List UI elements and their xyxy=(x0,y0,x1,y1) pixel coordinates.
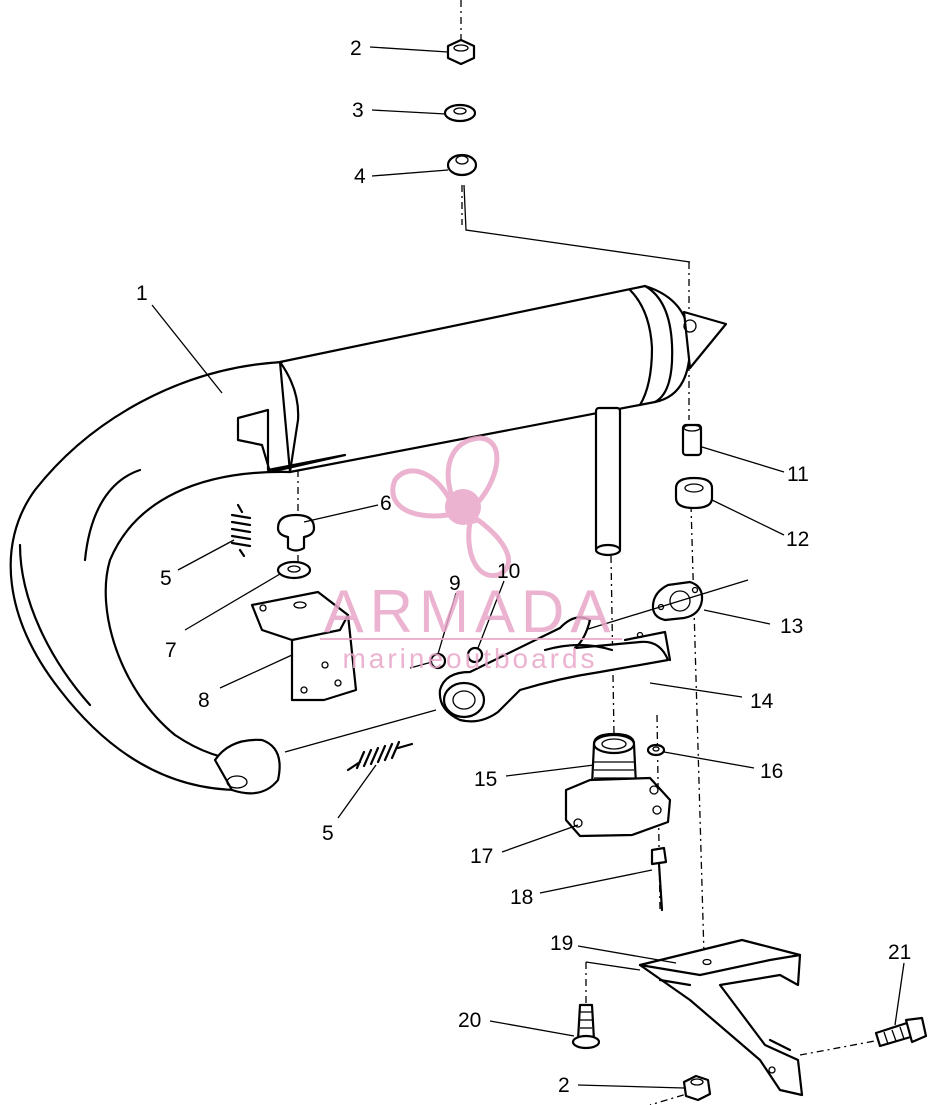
leader-lines xyxy=(151,46,905,1089)
muffler-part-1 xyxy=(9,284,728,795)
callout-1: 1 xyxy=(136,282,148,305)
callout-8: 8 xyxy=(198,689,210,712)
callout-9: 9 xyxy=(449,572,461,595)
bumper-part-6 xyxy=(276,513,316,552)
callout-2-bottom: 2 xyxy=(558,1074,570,1097)
callout-6: 6 xyxy=(380,492,392,515)
callout-19: 19 xyxy=(550,932,573,955)
nuts-part-9-10 xyxy=(429,646,484,670)
callout-7: 7 xyxy=(165,639,177,662)
bolt-part-21 xyxy=(874,1016,928,1048)
callout-13: 13 xyxy=(780,615,803,638)
propeller-icon xyxy=(390,435,511,578)
callout-labels: 2 3 4 1 6 5 7 8 9 10 11 12 13 14 15 16 5… xyxy=(136,37,911,1097)
callout-11: 11 xyxy=(787,463,809,486)
callout-15: 15 xyxy=(474,768,497,791)
callout-21: 21 xyxy=(888,941,911,964)
callout-17: 17 xyxy=(470,845,493,868)
bolt-part-20 xyxy=(571,1003,601,1050)
bushing-part-11 xyxy=(681,423,703,457)
top-hardware xyxy=(443,38,478,177)
callout-10: 10 xyxy=(497,560,520,583)
callout-4: 4 xyxy=(354,165,366,188)
washer-part-7 xyxy=(276,560,312,580)
callout-5-upper: 5 xyxy=(160,567,172,590)
grommet-part-12 xyxy=(674,476,714,510)
manifold-part-14 xyxy=(438,616,672,723)
callout-18: 18 xyxy=(510,886,533,909)
gasket-part-13 xyxy=(584,579,749,631)
stud-part-18 xyxy=(650,846,668,912)
callout-16: 16 xyxy=(760,760,783,783)
support-bracket-part-19 xyxy=(638,938,804,1097)
callout-5-lower: 5 xyxy=(322,822,334,845)
bracket-part-8 xyxy=(250,590,358,702)
locknut-part-2 xyxy=(446,38,476,66)
washer-part-16 xyxy=(646,743,666,757)
callout-14: 14 xyxy=(750,690,774,713)
washer-part-3 xyxy=(443,103,477,123)
mounting-plate-part-17 xyxy=(564,776,672,838)
center-lines xyxy=(297,0,881,1105)
watermark-subtitle: marineoutboards xyxy=(342,643,597,674)
callout-2-top: 2 xyxy=(350,37,362,60)
locknut-part-2-bottom xyxy=(682,1074,712,1102)
callout-12: 12 xyxy=(786,528,809,551)
watermark: ARMADA marineoutboards xyxy=(320,435,622,674)
watermark-word: ARMADA xyxy=(324,578,617,645)
grommet-part-4 xyxy=(446,153,478,177)
springs-part-5 xyxy=(230,503,414,772)
callout-3: 3 xyxy=(352,99,364,122)
callout-20: 20 xyxy=(458,1009,481,1032)
